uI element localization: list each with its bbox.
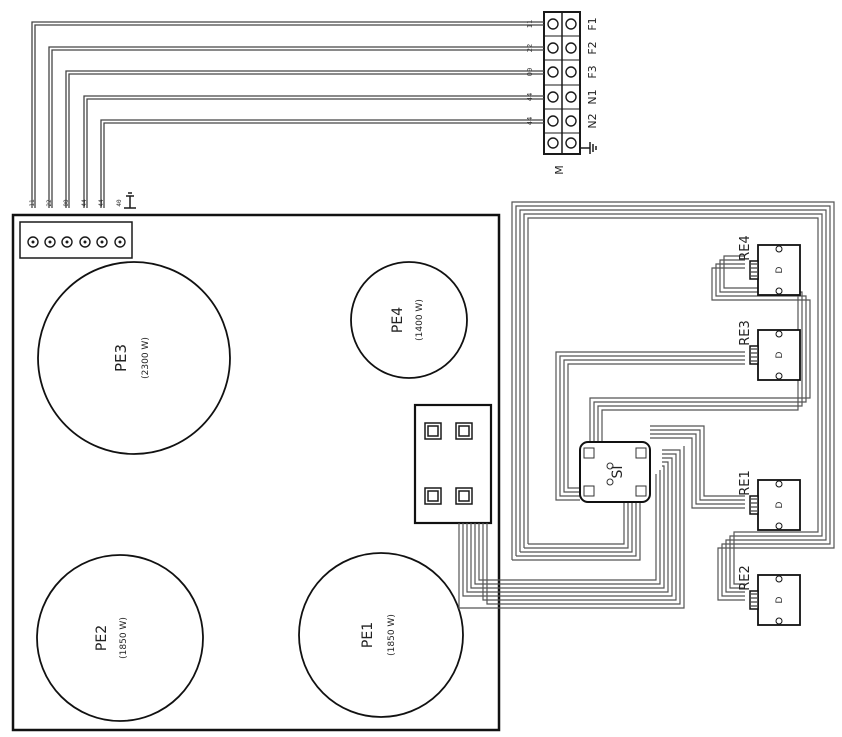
regulator-re3-inner: D xyxy=(775,351,785,358)
zone-pe4: PE4 (1400 W) xyxy=(350,261,468,379)
zone-pe2-id: PE2 xyxy=(94,625,110,651)
terminal-block-m-label: M xyxy=(553,165,566,175)
hob-terminal-wire-label: 40 xyxy=(116,199,123,207)
hob-terminal-wire-label: 00 xyxy=(63,199,70,207)
hob-terminal xyxy=(27,236,39,248)
regulator-re4: D RE4 xyxy=(738,235,801,296)
regulator-re4-inner: D xyxy=(775,266,785,273)
hob-terminal xyxy=(61,236,73,248)
zone-pe4-id: PE4 xyxy=(390,307,406,333)
switch-si-label: SI xyxy=(610,465,626,478)
regulator-re3-label: RE3 xyxy=(738,320,753,346)
zone-pe3-id: PE3 xyxy=(112,344,130,372)
terminal-n1-label: N1 xyxy=(586,89,599,104)
control-connector xyxy=(413,403,493,525)
zone-pe2-power: (1850 W) xyxy=(119,617,129,659)
regulator-re2-inner: D xyxy=(775,596,785,603)
regulator-re3: D RE3 xyxy=(738,320,801,381)
hob-terminal-wire-label: 44 xyxy=(98,199,105,207)
hob-terminal-wire-label: 11 xyxy=(29,199,36,207)
supply-wires xyxy=(31,21,544,208)
regulator-re1: D RE1 xyxy=(738,470,801,531)
zone-pe3: PE3 (2300 W) xyxy=(37,261,231,455)
hob-terminal-wire-label: 44 xyxy=(81,199,88,207)
terminal-f3-label: F3 xyxy=(586,65,599,78)
terminal-f2-label: F2 xyxy=(586,41,599,54)
switch-si: SI xyxy=(579,441,651,503)
regulator-re1-inner: D xyxy=(775,501,785,508)
zone-pe3-power: (2300 W) xyxy=(141,337,151,379)
hob-terminal-block: 11 22 00 44 44 40 xyxy=(19,192,136,259)
hob-outline xyxy=(11,213,501,732)
regulator-re2-label: RE2 xyxy=(738,565,753,591)
hob-terminal xyxy=(44,236,56,248)
terminal-n1-wire: 44 xyxy=(526,93,534,101)
hob-terminal xyxy=(96,236,108,248)
hob-terminal xyxy=(114,236,126,248)
ground-icon xyxy=(124,192,136,209)
wire-harness xyxy=(458,201,835,609)
terminal-f1-label: F1 xyxy=(586,17,599,30)
terminal-f3-wire: 00 xyxy=(526,68,534,76)
regulator-re2: D RE2 xyxy=(738,565,801,626)
terminal-f1-wire: 11 xyxy=(526,20,534,28)
regulator-re1-label: RE1 xyxy=(738,470,753,496)
zone-pe1-id: PE1 xyxy=(360,622,376,648)
zone-pe1: PE1 (1850 W) xyxy=(298,552,464,718)
terminal-f2-wire: 22 xyxy=(526,44,534,52)
hob-terminal xyxy=(79,236,91,248)
regulator-re4-label: RE4 xyxy=(738,235,753,261)
ground-icon xyxy=(580,142,597,154)
zone-pe2: PE2 (1850 W) xyxy=(36,554,204,722)
zone-pe4-power: (1400 W) xyxy=(415,299,425,341)
hob-terminal-wire-label: 22 xyxy=(46,199,53,207)
terminal-n2-wire: 44 xyxy=(526,117,534,125)
terminal-n2-label: N2 xyxy=(586,113,599,128)
zone-pe1-power: (1850 W) xyxy=(387,614,397,656)
